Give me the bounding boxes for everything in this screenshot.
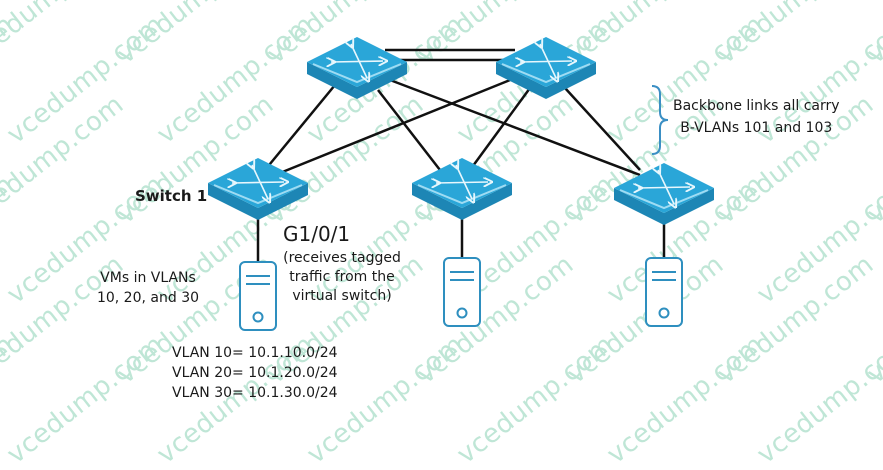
vlan-item: VLAN 20= 10.1.20.0/24 [172, 365, 338, 381]
link [264, 84, 336, 171]
link [564, 87, 641, 171]
vms-label: VMs in VLANs 10, 20, and 30 [88, 268, 208, 308]
backbone-note-line: B-VLANs 101 and 103 [680, 120, 833, 136]
port-note-line: traffic from the [289, 269, 395, 285]
server-3-icon[interactable] [645, 257, 683, 327]
switch-1-label: Switch 1 [135, 187, 208, 205]
link [377, 89, 441, 171]
port-note: (receives tagged traffic from the virtua… [282, 249, 402, 306]
switch-2-icon[interactable] [412, 158, 512, 220]
vms-label-line: 10, 20, and 30 [96, 290, 200, 306]
diagram-canvas [0, 0, 883, 331]
port-note-line: virtual switch) [292, 288, 392, 304]
backbone-switch-a-icon[interactable] [307, 37, 407, 99]
server-2-icon[interactable] [443, 257, 481, 327]
backbone-switch-b-icon[interactable] [496, 37, 596, 99]
link [389, 78, 641, 177]
vlan-item: VLAN 10= 10.1.10.0/24 [172, 345, 338, 361]
port-label: G1/0/1 [283, 222, 351, 246]
vlan-item: VLAN 30= 10.1.30.0/24 [172, 385, 338, 401]
vms-label-line: VMs in VLANs [100, 270, 196, 286]
server-1-icon[interactable] [239, 261, 277, 331]
port-note-line: (receives tagged [283, 250, 401, 266]
link [468, 87, 532, 171]
link [274, 76, 516, 177]
backbone-note-line: Backbone links all carry [673, 98, 840, 114]
backbone-note: Backbone links all carry B-VLANs 101 and… [673, 95, 840, 139]
links [256, 48, 666, 262]
vlan-list: VLAN 10= 10.1.10.0/24 VLAN 20= 10.1.20.0… [172, 343, 338, 403]
backbone-bracket-icon [651, 85, 669, 155]
switch-3-icon[interactable] [614, 163, 714, 225]
